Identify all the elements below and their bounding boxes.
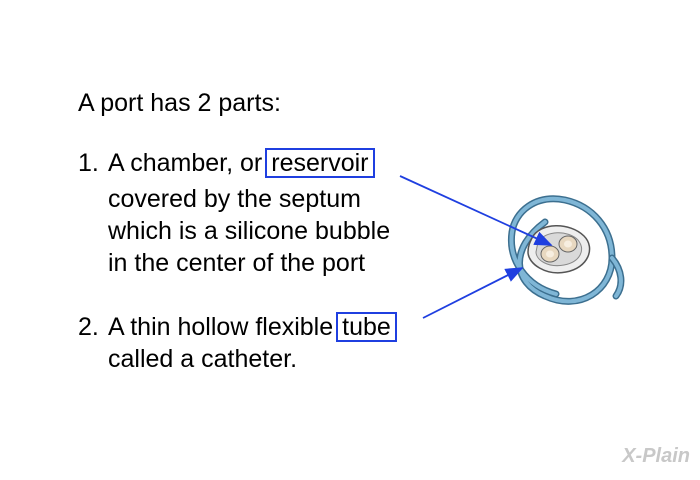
item-2-number: 2. — [78, 313, 99, 341]
intro-heading: A port has 2 parts: — [78, 89, 281, 117]
reservoir-highlight: reservoir — [265, 148, 375, 178]
item-1-number: 1. — [78, 149, 99, 177]
x-plain-logo: X-Plain — [622, 445, 690, 467]
catheter-tube — [507, 195, 616, 305]
catheter-tail — [608, 254, 625, 300]
reservoir-arrow — [399, 175, 553, 246]
tube-highlight: tube — [336, 312, 397, 342]
item-1-line-3: which is a silicone bubble — [108, 217, 391, 245]
item-1-text: A chamber, or — [108, 149, 263, 177]
item-2-line-2: called a catheter. — [108, 345, 298, 373]
item-1-line-2: covered by the septum — [108, 185, 361, 213]
tube-arrow — [422, 267, 524, 319]
item-2-text: A thin hollow flexible — [108, 313, 334, 341]
septum-left — [540, 245, 560, 263]
septum-right — [558, 235, 578, 253]
item-1-line-4: in the center of the port — [108, 249, 366, 277]
port-body — [527, 225, 591, 274]
